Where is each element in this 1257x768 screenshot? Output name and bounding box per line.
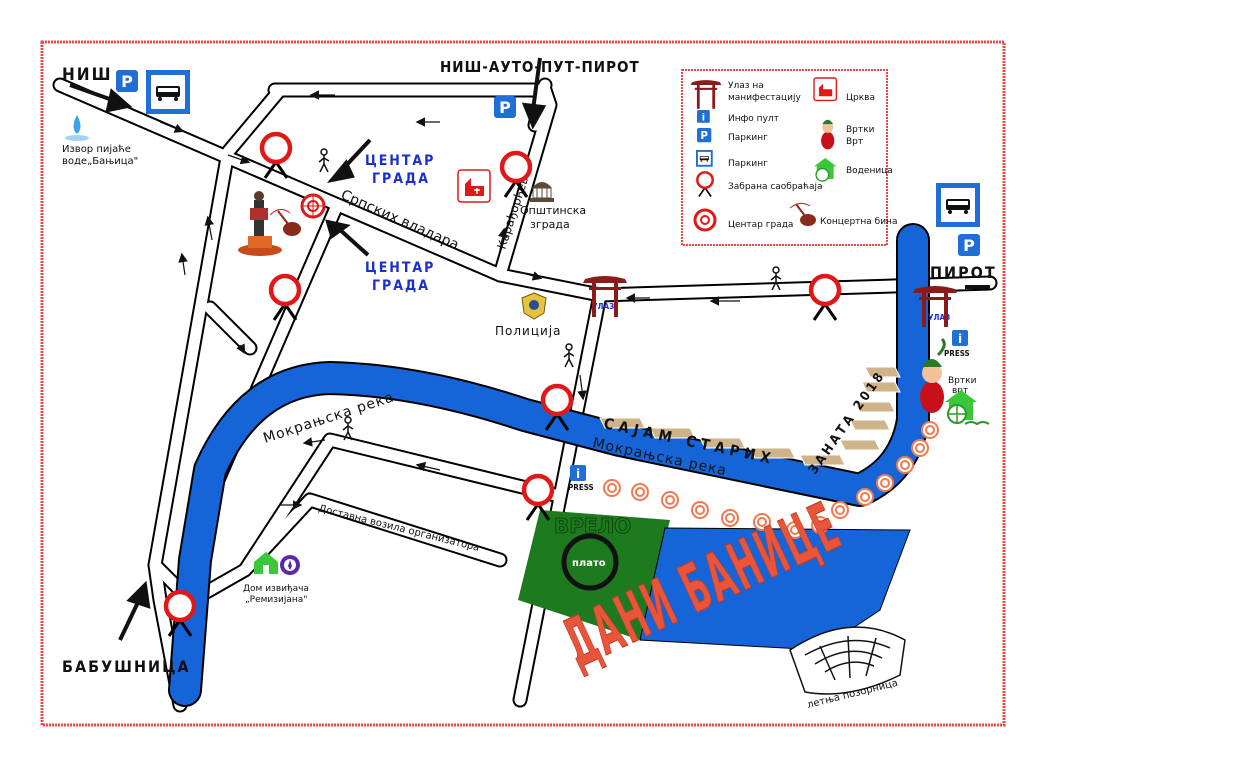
legend-vrtkin-icon — [821, 119, 835, 150]
legend-info: Инфо пулт — [728, 114, 779, 124]
town-center-monument-icon — [238, 191, 282, 256]
parking-icon — [116, 70, 138, 92]
label-centar-grada-1: ЦЕНТАР — [365, 153, 435, 169]
legend-ulaz-line1: Улаз на — [728, 81, 764, 91]
label-izvor-line2: воде„Бањица" — [62, 156, 138, 167]
vrtkin-vrt-mascot-icon — [920, 337, 946, 413]
bus-parking-icon — [146, 70, 190, 114]
legend-bus-icon — [696, 150, 713, 167]
label-izvor-line1: Извор пијаће — [62, 143, 131, 155]
label-policija: Полиција — [495, 324, 562, 338]
label-ulaz-2: УЛАЗ — [928, 313, 950, 322]
parking-icon — [494, 96, 516, 118]
legend-town-center-icon — [693, 208, 717, 232]
police-badge-icon — [521, 292, 547, 320]
legend-concert-icon — [789, 202, 816, 226]
legend-koncertna: Концертна бина — [820, 217, 897, 227]
info-icon — [570, 465, 586, 481]
legend: Улаз на манифестацију Инфо пулт Паркинг … — [681, 69, 897, 246]
legend-vodenica: Воденица — [846, 166, 893, 176]
label-babusnica: БАБУШНИЦА — [62, 657, 191, 676]
label-ulaz-1: УЛАЗ — [592, 302, 614, 311]
water-mill-icon — [945, 390, 990, 426]
legend-parking-icon — [697, 128, 712, 143]
map-border — [40, 40, 1006, 727]
legend-crkva: Црква — [846, 93, 875, 103]
legend-vrtkin-line1: Вртки — [846, 125, 875, 135]
legend-water-mill-icon — [814, 158, 837, 182]
label-plato: плато — [572, 558, 606, 569]
label-opstinska-line1: Општинска — [520, 204, 586, 217]
label-dostavna-vozila: Доставна возила организатора — [317, 503, 480, 554]
amphitheatre-icon — [789, 626, 906, 695]
label-dom-line1: Дом извиђача — [243, 584, 309, 594]
legend-frame — [681, 69, 888, 246]
plato-circle — [561, 533, 619, 591]
label-dom-line2: „Ремизијана" — [245, 595, 307, 605]
legend-parking: Паркинг — [728, 133, 768, 143]
scout-house-icon — [254, 552, 278, 574]
vrelo-plato-area — [518, 510, 670, 640]
church-icon — [457, 169, 491, 203]
label-press-1: PRESS — [944, 349, 970, 358]
legend-ulaz-line2: манифестацију — [728, 93, 801, 103]
label-centar-grada-1b: ГРАДА — [372, 171, 430, 187]
info-icon — [952, 330, 968, 346]
pedestrian-icon — [318, 148, 782, 441]
legend-info-icon — [697, 110, 710, 124]
legend-centar: Центар града — [728, 220, 793, 230]
municipal-building-icon — [530, 182, 554, 202]
label-centar-grada-2b: ГРАДА — [372, 278, 430, 294]
label-press-2: PRESS — [568, 483, 594, 492]
legend-parking-bus: Паркинг — [728, 159, 768, 169]
label-vrtkin-vrt-line1: Вртки — [948, 376, 977, 386]
concert-stage-icon — [269, 209, 301, 236]
legend-church-icon — [813, 77, 838, 102]
big-arrows — [69, 57, 990, 641]
traffic-ban-marker — [811, 276, 839, 320]
water-drop-shadow — [65, 135, 89, 141]
town-center-target-icon — [300, 193, 326, 219]
legend-zabrana: Забрана саобраћаја — [728, 182, 822, 192]
label-opstinska-line2: зграда — [530, 218, 570, 231]
label-pirot: ПИРОТ — [930, 263, 997, 282]
label-nis: НИШ — [62, 65, 113, 85]
parking-icon — [958, 234, 980, 256]
mokranjska-river — [168, 223, 930, 707]
bus-parking-icon — [936, 183, 980, 227]
label-centar-grada-2: ЦЕНТАР — [365, 260, 435, 276]
scout-emblem-icon — [280, 555, 300, 575]
water-drop-icon — [73, 115, 81, 134]
craft-fair-stalls — [599, 366, 901, 466]
legend-vrtkin-line2: Врт — [846, 137, 863, 147]
